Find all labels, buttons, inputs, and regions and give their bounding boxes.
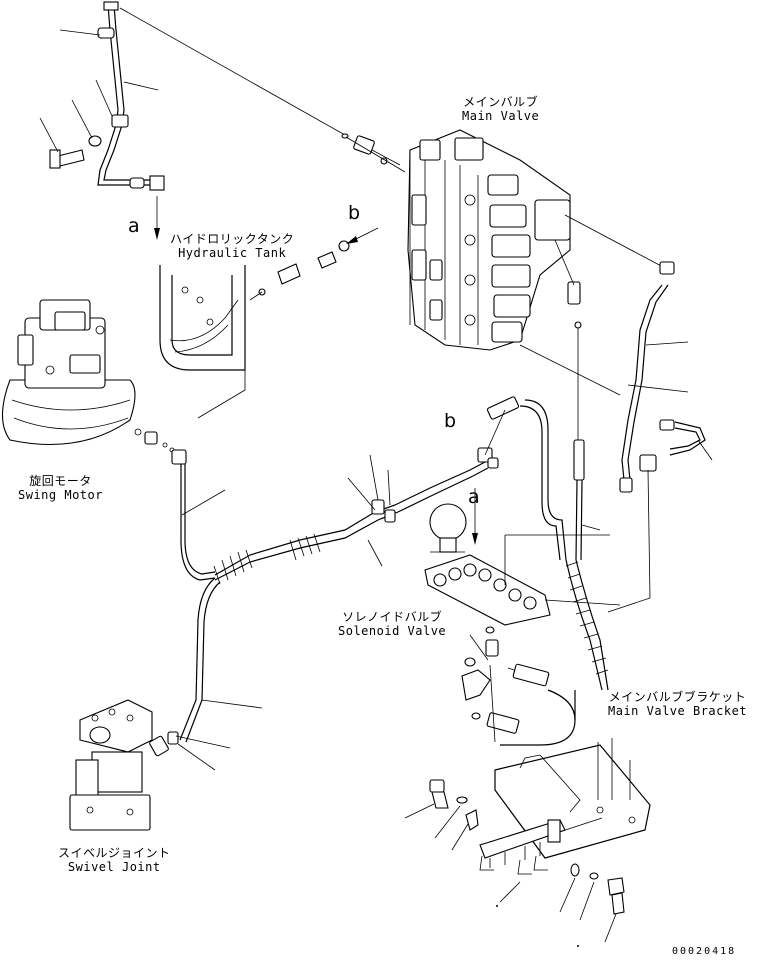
main-valve-label: メインバルブ Main Valve [462,95,540,123]
solenoid-valve-label: ソレノイドバルブ Solenoid Valve [338,610,447,638]
swing-motor [2,299,175,453]
hydraulic-tank-label: ハイドロリックタンク Hydraulic Tank [170,232,295,260]
main-valve-bracket [494,738,651,859]
marker-a-mid: a [468,486,480,508]
bottom-mounting-parts [404,779,625,947]
swing-motor-label: 旋回モータ Swing Motor [18,474,103,502]
hydraulic-tank [159,265,246,419]
right-side-hoses [607,261,713,613]
drain-hose-with-spiral-guard [486,396,609,746]
solenoid-valve [424,488,621,743]
main-valve [407,129,666,440]
upper-left-pipe-assembly [39,1,346,240]
document-number: 00020418 [672,946,737,957]
marker-b-mid: b [444,410,457,432]
swing-motor-hose [171,409,506,743]
marker-b-top: b [348,202,361,224]
tank-line-adapters [249,133,406,301]
marker-a-top: a [128,215,140,237]
main-valve-bracket-label: メインバルブブラケット Main Valve Bracket [608,690,748,718]
swivel-joint [69,699,231,831]
swivel-joint-label: スイベルジョイント Swivel Joint [58,846,171,874]
